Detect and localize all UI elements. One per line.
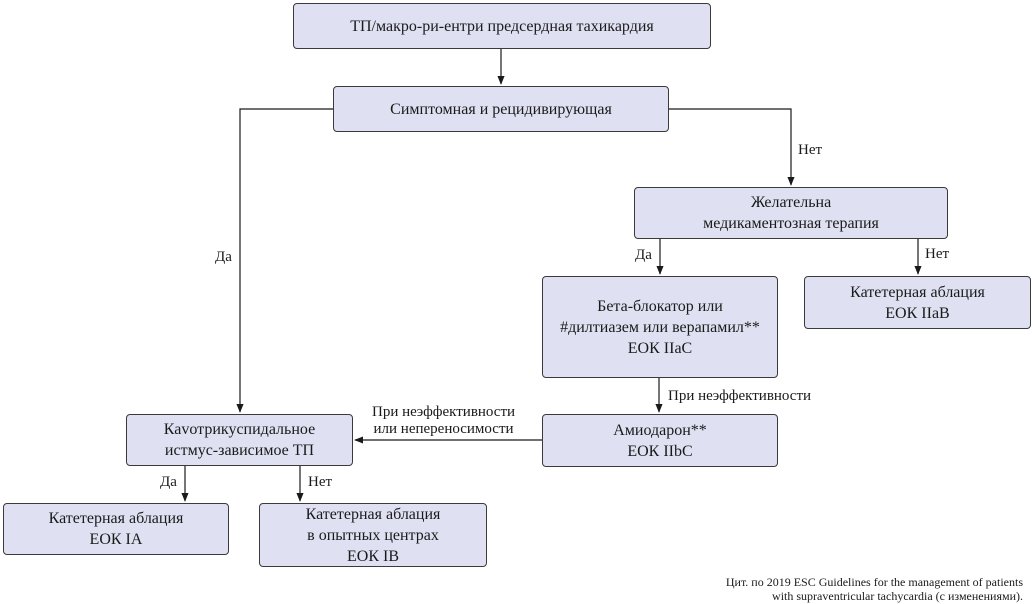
label-no-drug: Нет — [925, 246, 950, 262]
citation: Цит. по 2019 ESC Guidelines for the mana… — [726, 575, 1023, 603]
node-line: ЕОК IIaC — [627, 339, 693, 357]
node-line: ЕОК IA — [89, 531, 143, 548]
label-ineffective-or-intolerant: При неэффективности или непереносимости — [372, 404, 515, 438]
label-yes-main: Да — [215, 249, 232, 265]
node-symptomatic-recurrent: Симптомная и рецидивирующая — [333, 86, 669, 132]
node-line: ЕОК IB — [347, 547, 399, 565]
node-line: Катетерная аблация — [850, 283, 985, 301]
node-line: в опытных центрах — [307, 526, 439, 544]
node-beta-blocker: Бета-блокатор или #дилтиазем или верапами… — [542, 276, 778, 378]
node-cti-dependent-tp: Каvотрикуспидальное истмус-зависимое ТП — [126, 414, 353, 466]
node-line: медикаментозная терапия — [703, 215, 879, 232]
label-yes-cti: Да — [160, 474, 177, 490]
node-line: Катетерная аблация — [305, 505, 441, 523]
node-drug-therapy-desired: Желательна медикаментозная терапия — [634, 187, 948, 239]
node-line: ЕОК IIbC — [627, 442, 693, 460]
node-line: Каvотрикуспидальное — [163, 421, 316, 438]
node-amiodarone: Амиодарон** ЕОК IIbC — [542, 414, 778, 467]
label-ineffective: При неэффективности — [668, 388, 812, 404]
citation-line2: with supraventricular tachycardia (с изм… — [772, 589, 1023, 603]
arrow-symptomatic-no — [669, 108, 795, 186]
node-line: Симптомная и рецидивирующая — [390, 100, 612, 118]
node-line: ТП/макро-ри-ентри предсердная тахикардия — [350, 17, 654, 35]
label-no-main: Нет — [798, 142, 823, 158]
label-ineffective-line1: При неэффективности — [372, 404, 516, 420]
node-line: истмус-зависимое ТП — [164, 442, 315, 459]
arrow-symptomatic-yes — [236, 108, 333, 413]
label-no-cti: Нет — [308, 474, 333, 490]
label-ineffective-line2: или непереносимости — [373, 421, 514, 437]
citation-line1: Цит. по 2019 ESC Guidelines for the mana… — [725, 575, 1023, 589]
node-line: ЕОК IIaB — [885, 304, 950, 322]
node-line: Амиодарон** — [613, 421, 707, 439]
node-tp-flutter: ТП/макро-ри-ентри предсердная тахикардия — [293, 3, 711, 49]
node-line: Катетерная аблация — [48, 510, 184, 527]
node-line: #дилтиазем или верапамил** — [560, 318, 760, 336]
node-line: Желательна — [750, 194, 832, 211]
label-yes-drug: Да — [635, 247, 652, 263]
node-line: Бета-блокатор или — [597, 297, 723, 315]
